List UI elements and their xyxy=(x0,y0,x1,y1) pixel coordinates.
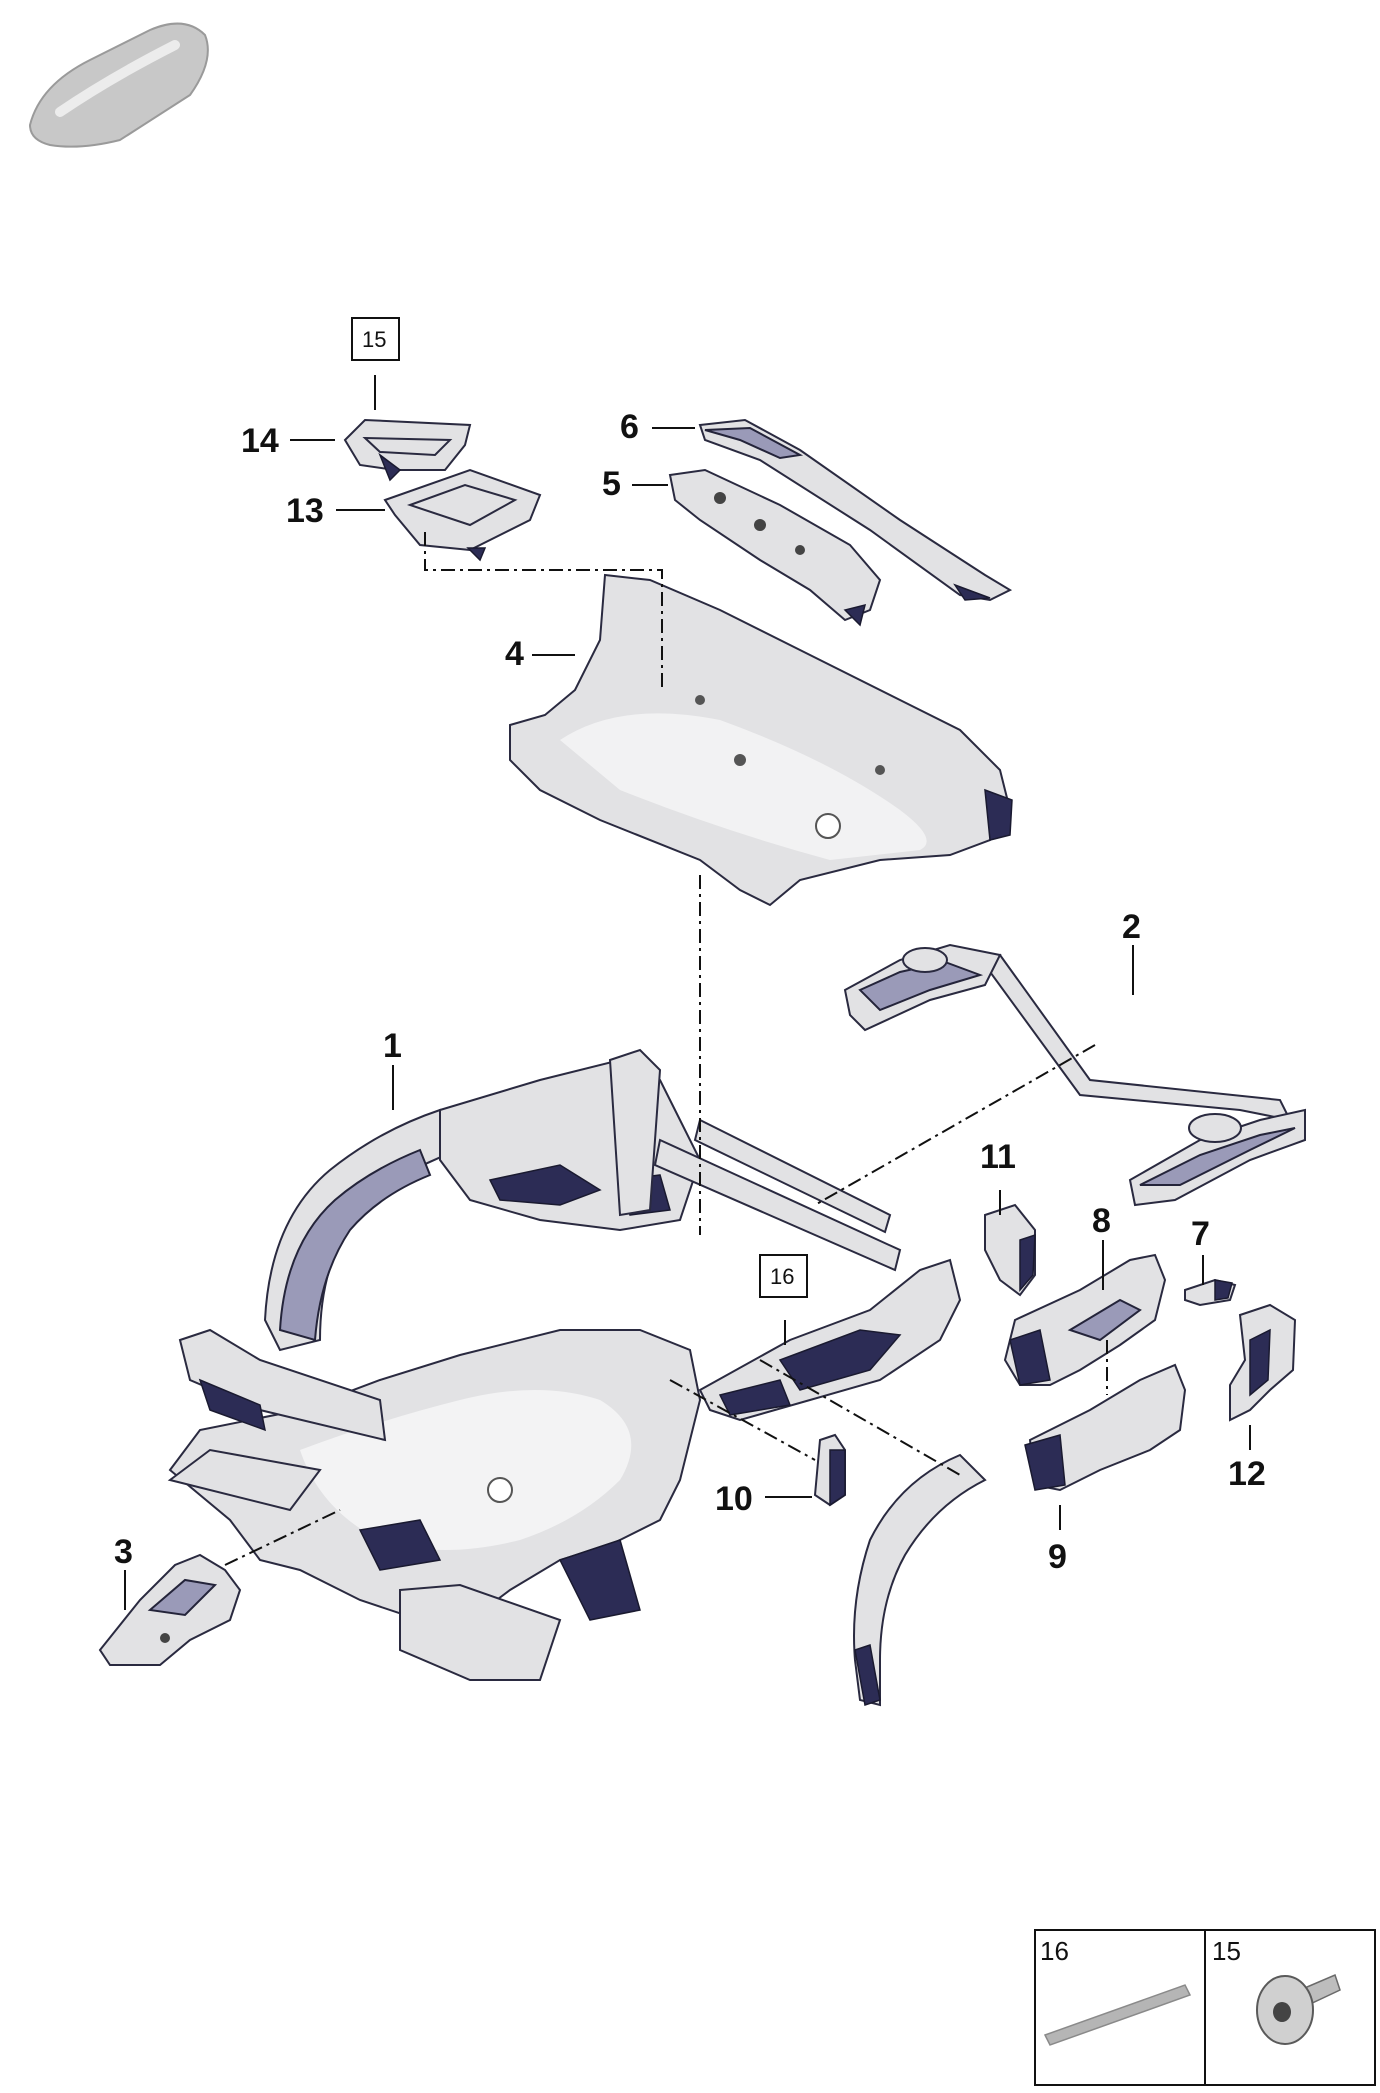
part-7-bracket[interactable] xyxy=(1184,1278,1237,1307)
callout-3[interactable]: 3 xyxy=(114,1533,133,1571)
part-12-support[interactable] xyxy=(1229,1303,1297,1422)
part-10-bracket[interactable] xyxy=(813,1433,846,1507)
sealing-strip-icon xyxy=(1043,1984,1192,2046)
part-1-rear-body-structure[interactable] xyxy=(167,1048,962,1681)
part-9-wheel-arch[interactable] xyxy=(853,1363,1187,1707)
callout-4[interactable]: 4 xyxy=(505,635,524,673)
part-3-bracket[interactable] xyxy=(98,1553,242,1666)
svg-text:15: 15 xyxy=(362,327,386,352)
assembly-lines xyxy=(224,532,1108,1566)
car-thumbnail-icon xyxy=(28,22,209,148)
callouts: 1 2 3 4 5 6 7 8 9 10 11 12 13 14 xyxy=(114,408,1266,1576)
callout-14[interactable]: 14 xyxy=(241,422,279,460)
leader-lines xyxy=(124,375,1251,1610)
part-8-wheelhouse-reinforcement[interactable] xyxy=(1003,1253,1167,1386)
callout-13[interactable]: 13 xyxy=(286,492,324,530)
part-5-bulkhead-panel[interactable] xyxy=(668,468,882,627)
legend-cell-15-label: 15 xyxy=(1212,1936,1241,1966)
callout-2[interactable]: 2 xyxy=(1122,908,1141,946)
part-2-rear-axle-subframe[interactable] xyxy=(843,943,1306,1207)
callout-1[interactable]: 1 xyxy=(383,1027,402,1065)
callout-6[interactable]: 6 xyxy=(620,408,639,446)
part-11-reinforcement[interactable] xyxy=(984,1203,1036,1297)
callout-7[interactable]: 7 xyxy=(1191,1215,1210,1253)
svg-text:16: 16 xyxy=(770,1264,794,1289)
part-4-rear-floor-panel[interactable] xyxy=(509,573,1013,907)
part-6-cross-member[interactable] xyxy=(698,418,1013,602)
callout-5[interactable]: 5 xyxy=(602,465,621,503)
boxed-ref-16[interactable]: 16 xyxy=(759,1254,808,1298)
part-14-bracket[interactable] xyxy=(343,418,472,482)
callout-12[interactable]: 12 xyxy=(1228,1455,1266,1493)
part-13-bracket[interactable] xyxy=(383,468,542,562)
callout-8[interactable]: 8 xyxy=(1092,1202,1111,1240)
callout-9[interactable]: 9 xyxy=(1048,1538,1067,1576)
legend-table: 16 15 xyxy=(1034,1929,1376,2086)
callout-10[interactable]: 10 xyxy=(715,1480,753,1518)
boxed-ref-15[interactable]: 15 xyxy=(351,317,400,361)
legend-cell-16-label: 16 xyxy=(1040,1936,1069,1966)
bolt-icon xyxy=(1256,1973,1341,2045)
callout-11[interactable]: 11 xyxy=(980,1138,1016,1176)
